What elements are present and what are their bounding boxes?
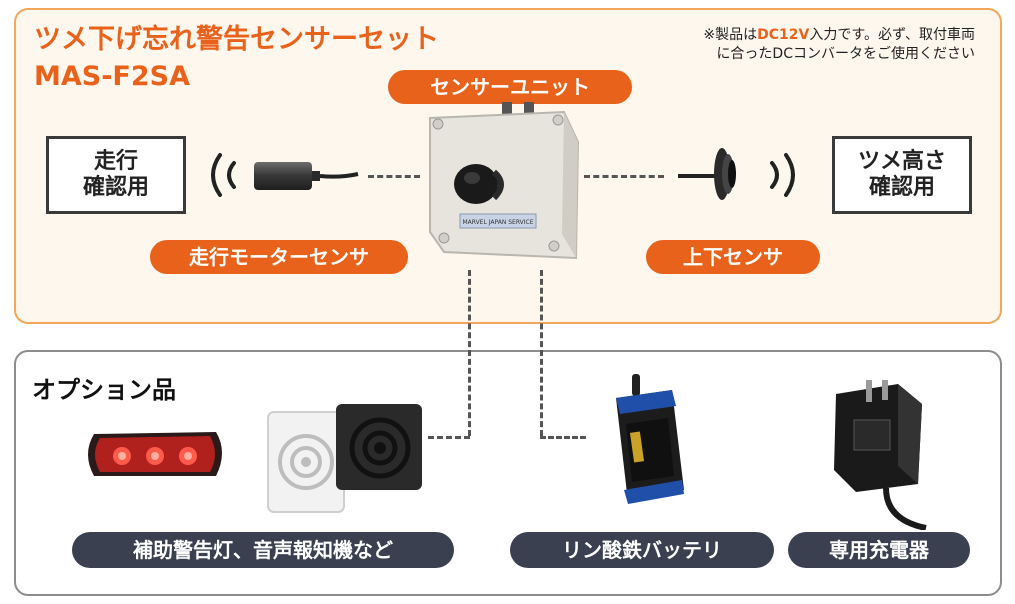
options-title: オプション品	[32, 376, 176, 404]
travel-motor-sensor-label: 走行モーターセンサ	[150, 240, 408, 274]
model-number: MAS-F2SA	[34, 61, 190, 92]
signal-wave-left-icon	[211, 153, 236, 197]
charger-image	[834, 380, 927, 530]
sensor-unit-image: MARVEL JAPAN SERVICE	[429, 102, 580, 260]
battery-image	[616, 374, 684, 504]
connector-left	[368, 175, 420, 178]
sensor-unit-plate-text: MARVEL JAPAN SERVICE	[462, 219, 533, 226]
updown-sensor-label: 上下センサ	[646, 240, 820, 274]
charger-label: 専用充電器	[788, 532, 970, 568]
speaker-black-image	[336, 404, 422, 490]
connector-warning	[428, 436, 470, 439]
sensor-unit-label: センサーユニット	[388, 70, 632, 104]
updown-sensor-image	[678, 148, 736, 200]
battery-label: リン酸鉄バッテリ	[510, 532, 774, 568]
connector-right	[584, 175, 664, 178]
travel-motor-sensor-image	[254, 162, 359, 190]
power-note: ※製品はDC12V入力です。必ず、取付車両 に合ったDCコンバータをご使用くださ…	[703, 27, 975, 62]
signal-wave-right-icon	[770, 153, 795, 197]
product-title: ツメ下げ忘れ警告センサーセット	[34, 24, 439, 55]
travel-check-box: 走行確認用	[46, 136, 186, 214]
connector-battery	[540, 436, 586, 439]
claw-height-check-box: ツメ高さ確認用	[832, 136, 972, 214]
warning-lamp-image	[88, 432, 222, 476]
connector-down-2	[540, 270, 543, 436]
warning-devices-label: 補助警告灯、音声報知機など	[72, 532, 454, 568]
connector-down-1	[468, 270, 471, 436]
